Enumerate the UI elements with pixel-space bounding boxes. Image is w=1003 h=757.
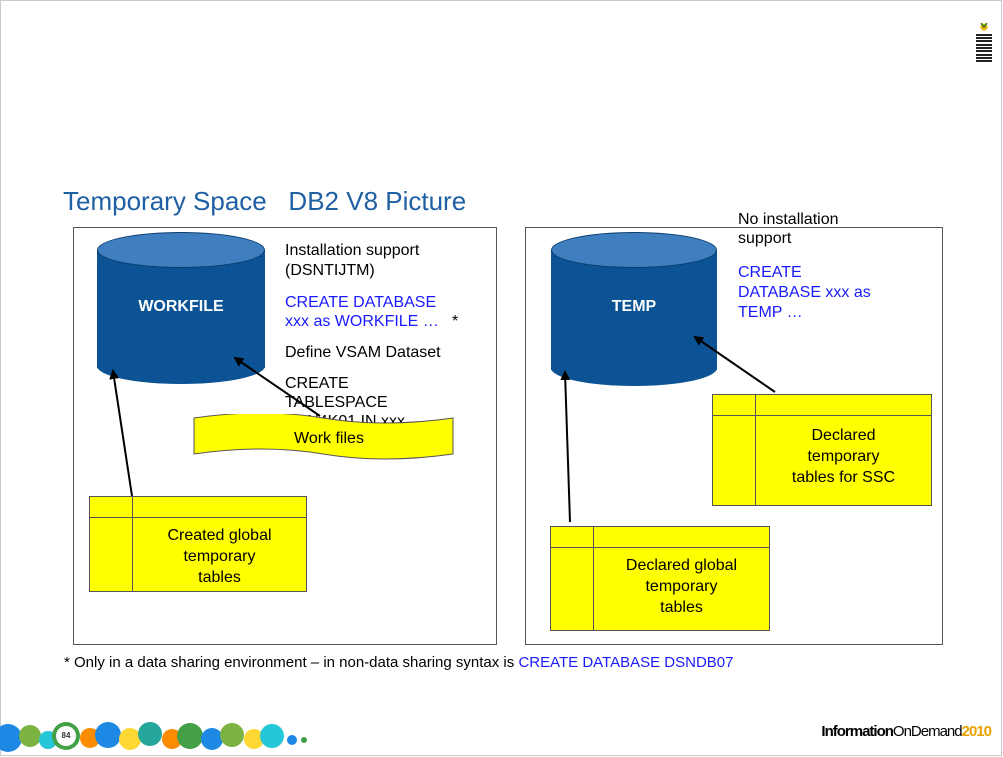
created-global-line-1: Created global xyxy=(167,527,272,544)
table-header-line xyxy=(90,517,306,518)
arrow-declared-global-to-temp xyxy=(560,370,571,523)
arrow-workfiles-to-workfile xyxy=(233,356,321,417)
create-database-line-1: CREATE DATABASE xyxy=(285,294,437,311)
brand-information: Information xyxy=(821,723,893,740)
table-header-line xyxy=(551,547,769,548)
slide-title: Temporary Space DB2 V8 Picture xyxy=(63,186,467,216)
create-tablespace-line-1: CREATE xyxy=(285,375,349,392)
brand-on: On xyxy=(892,723,912,740)
declared-ssc-table: Declared temporary tables for SSC xyxy=(712,394,932,506)
table-header-line xyxy=(713,415,931,416)
page-number: 84 xyxy=(56,726,76,746)
create-database-line-2: xxx as WORKFILE … xyxy=(285,313,439,330)
create-temp-line-1: CREATE xyxy=(738,264,802,281)
create-temp-line-2: DATABASE xxx as xyxy=(738,284,871,301)
created-global-line-3: tables xyxy=(198,569,241,586)
arrow-ssc-to-temp xyxy=(693,335,776,393)
cylinder-top xyxy=(97,232,265,268)
cylinder-top xyxy=(551,232,717,268)
no-install-line-1: No installation xyxy=(738,211,839,228)
install-support-line-2: (DSNTIJTM) xyxy=(285,262,375,279)
no-install-line-2: support xyxy=(738,230,792,247)
temp-database-cylinder: TEMP xyxy=(551,232,717,388)
table-column-line xyxy=(593,527,594,630)
workfile-label: WORKFILE xyxy=(138,298,224,315)
information-on-demand-logo: InformationOnDemand2010 xyxy=(821,723,992,740)
declared-ssc-line-2: temporary xyxy=(807,448,880,465)
brand-year: 2010 xyxy=(961,723,992,740)
created-global-line-2: temporary xyxy=(183,548,256,565)
table-column-line xyxy=(132,497,133,591)
declared-global-line-2: temporary xyxy=(645,578,718,595)
brand-demand: Demand xyxy=(910,723,963,740)
create-temp-line-3: TEMP … xyxy=(738,304,803,321)
work-files-shape xyxy=(193,414,454,460)
ibm-logo-icon xyxy=(976,23,992,62)
cylinder-body xyxy=(97,250,265,368)
create-tablespace-line-2: TABLESPACE xyxy=(285,394,388,411)
temp-label: TEMP xyxy=(611,298,657,315)
data-sharing-asterisk: * xyxy=(452,313,459,330)
declared-global-temp-table: Declared global temporary tables xyxy=(550,526,770,631)
install-support-line-1: Installation support xyxy=(285,242,420,259)
footnote: * Only in a data sharing environment – i… xyxy=(64,654,734,671)
cylinder-body xyxy=(551,250,717,370)
created-global-temp-table: Created global temporary tables xyxy=(89,496,307,592)
declared-global-line-1: Declared global xyxy=(625,557,738,574)
arrow-global-to-workfile xyxy=(109,369,133,497)
table-column-line xyxy=(755,395,756,505)
declared-ssc-line-3: tables for SSC xyxy=(791,469,896,486)
work-files-label: Work files xyxy=(294,430,364,447)
declared-global-line-3: tables xyxy=(660,599,703,616)
footnote-text: * Only in a data sharing environment – i… xyxy=(64,654,519,671)
declared-ssc-line-1: Declared xyxy=(811,427,876,444)
footnote-highlight: CREATE DATABASE DSNDB07 xyxy=(518,654,734,671)
define-vsam-line: Define VSAM Dataset xyxy=(285,344,441,361)
